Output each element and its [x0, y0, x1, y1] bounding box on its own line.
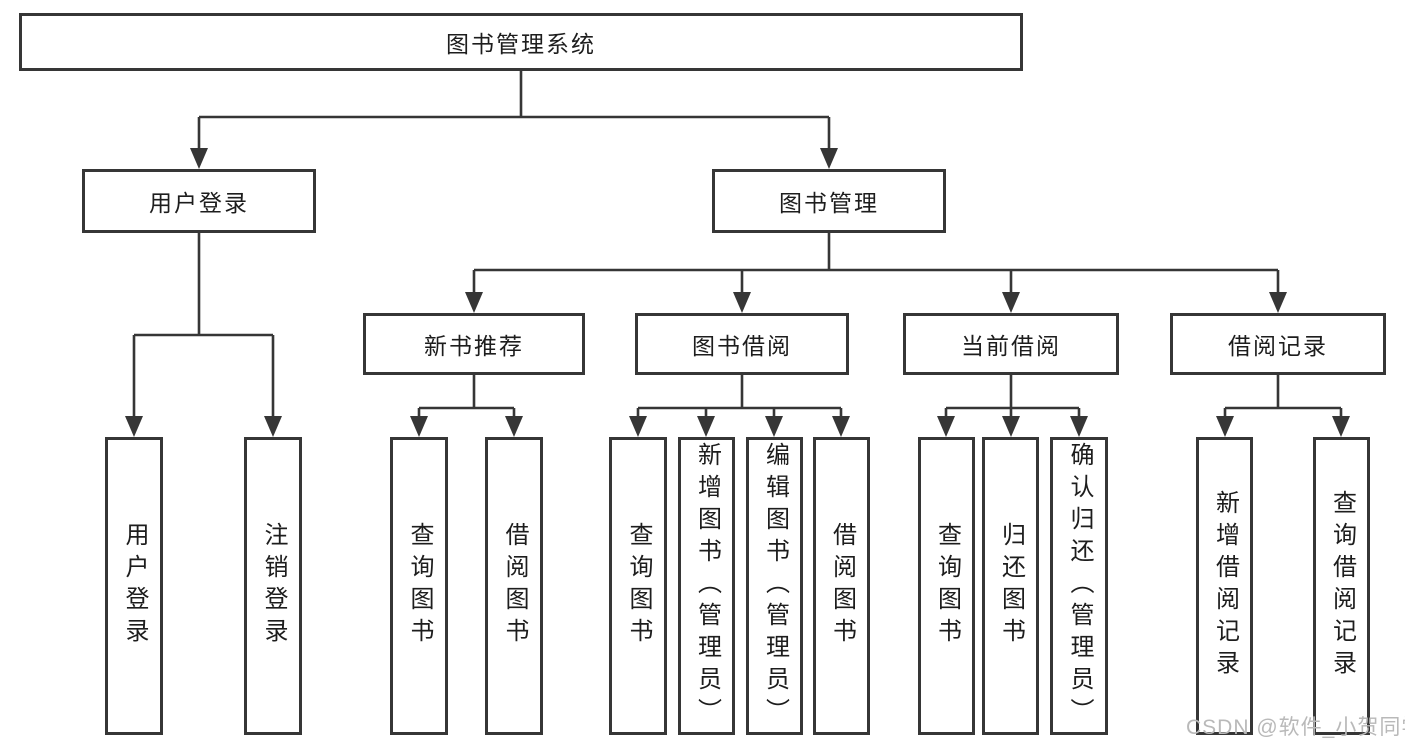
arrow-down-icon — [733, 292, 751, 313]
leaf-logout: 注销登录 — [244, 437, 302, 735]
arrow-down-icon — [820, 148, 838, 169]
node-label: 新书推荐 — [424, 333, 524, 359]
leaf-label: 查询借阅记录 — [1328, 490, 1356, 682]
leaf-user-login: 用户登录 — [105, 437, 163, 735]
leaf-label: 借阅图书 — [501, 522, 528, 650]
leaf-label: 用户登录 — [121, 522, 148, 650]
arrow-down-icon — [629, 416, 647, 437]
leaf-label: 查询图书 — [406, 522, 433, 650]
arrow-down-icon — [125, 416, 143, 437]
leaf-edit-book-admin: 编辑图书（管理员） — [746, 437, 803, 735]
arrow-down-icon — [765, 416, 783, 437]
arrow-down-icon — [264, 416, 282, 437]
node-label: 借阅记录 — [1228, 333, 1328, 359]
leaf-label: 查询图书 — [933, 522, 961, 650]
connector-line — [472, 233, 1280, 296]
leaf-query-borrow-record: 查询借阅记录 — [1313, 437, 1370, 735]
leaf-query-books-borrowing: 查询图书 — [609, 437, 667, 735]
node-book-management: 图书管理 — [712, 169, 946, 233]
arrow-down-icon — [1332, 416, 1350, 437]
leaf-label: 注销登录 — [260, 522, 287, 650]
node-user-login: 用户登录 — [82, 169, 316, 233]
leaf-label: 编辑图书（管理员） — [761, 442, 789, 730]
leaf-query-books-recommend: 查询图书 — [390, 437, 448, 735]
connector-line — [132, 233, 275, 420]
node-label: 图书管理 — [779, 190, 879, 216]
arrow-down-icon — [1216, 416, 1234, 437]
leaf-return-book: 归还图书 — [982, 437, 1039, 735]
arrow-down-icon — [1070, 416, 1088, 437]
node-label: 用户登录 — [149, 190, 249, 216]
leaf-label: 确认归还（管理员） — [1066, 442, 1093, 730]
leaf-label: 新增图书（管理员） — [693, 442, 721, 730]
connector-line — [636, 375, 843, 421]
arrow-down-icon — [1002, 292, 1020, 313]
arrow-down-icon — [190, 148, 208, 169]
node-library-management-system: 图书管理系统 — [19, 13, 1023, 71]
node-borrowing-records: 借阅记录 — [1170, 313, 1386, 375]
leaf-label: 归还图书 — [997, 522, 1025, 650]
arrow-down-icon — [1002, 416, 1020, 437]
leaf-label: 新增借阅记录 — [1211, 490, 1239, 682]
connector-line — [944, 375, 1081, 421]
node-label: 当前借阅 — [961, 333, 1061, 359]
node-label: 图书管理系统 — [446, 31, 596, 57]
arrow-down-icon — [1269, 292, 1287, 313]
leaf-label: 借阅图书 — [828, 522, 856, 650]
arrow-down-icon — [697, 416, 715, 437]
leaf-confirm-return-admin: 确认归还（管理员） — [1050, 437, 1108, 735]
node-new-book-recommend: 新书推荐 — [363, 313, 585, 375]
arrow-down-icon — [832, 416, 850, 437]
arrow-down-icon — [937, 416, 955, 437]
connector-line — [197, 70, 831, 152]
leaf-borrow-books-recommend: 借阅图书 — [485, 437, 543, 735]
connector-line — [417, 375, 516, 421]
leaf-query-books-current: 查询图书 — [918, 437, 975, 735]
leaf-label: 查询图书 — [625, 522, 652, 650]
connector-line — [1223, 375, 1343, 421]
arrow-down-icon — [465, 292, 483, 313]
arrow-down-icon — [505, 416, 523, 437]
arrow-down-icon — [410, 416, 428, 437]
leaf-borrow-books: 借阅图书 — [813, 437, 870, 735]
node-book-borrowing: 图书借阅 — [635, 313, 849, 375]
csdn-watermark: CSDN @软件_小贺同学 — [1186, 716, 1405, 739]
leaf-add-borrow-record: 新增借阅记录 — [1196, 437, 1253, 735]
node-current-borrowing: 当前借阅 — [903, 313, 1119, 375]
leaf-add-book-admin: 新增图书（管理员） — [678, 437, 735, 735]
node-label: 图书借阅 — [692, 333, 792, 359]
